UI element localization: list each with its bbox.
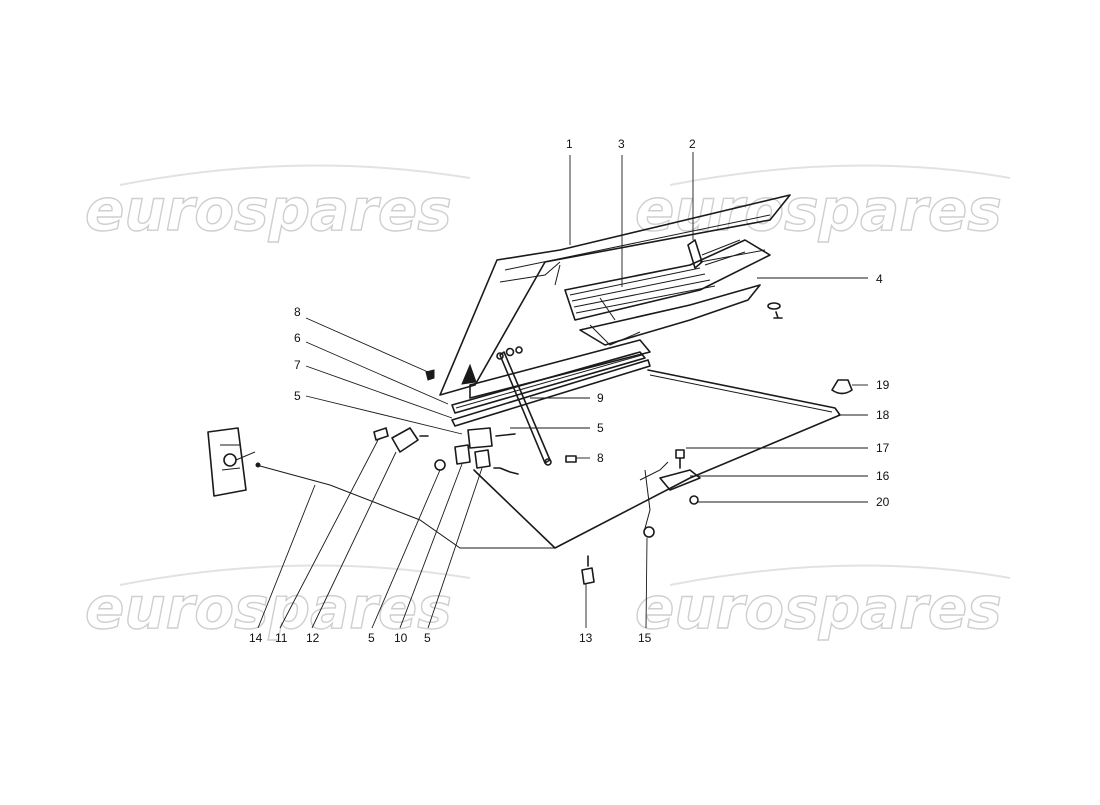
bolt (773, 311, 783, 319)
callout-13: 13 (579, 631, 593, 645)
screw (675, 449, 685, 469)
callout-20: 20 (876, 495, 890, 509)
side-frame (579, 284, 761, 346)
nut (434, 459, 446, 471)
bracket (474, 449, 491, 469)
rubber-seal (473, 369, 841, 549)
bracket (454, 444, 471, 465)
long-cable (259, 465, 555, 549)
callout-6: 6 (294, 331, 301, 345)
latch (659, 469, 701, 491)
lock-assembly (207, 427, 256, 497)
callout-8: 8 (597, 451, 604, 465)
washer (505, 347, 515, 357)
callout-12: 12 (306, 631, 320, 645)
lock-barrel (391, 427, 419, 453)
seal-strips (451, 351, 651, 427)
cable-clamp (581, 555, 595, 585)
gas-strut (496, 351, 552, 466)
callout-5: 5 (424, 631, 431, 645)
callout-15: 15 (638, 631, 652, 645)
callout-3: 3 (618, 137, 625, 151)
callout-11: 11 (275, 631, 288, 645)
cable-end (255, 462, 261, 468)
callout-5: 5 (368, 631, 375, 645)
callout-4: 4 (876, 272, 883, 286)
callout-19: 19 (876, 378, 890, 392)
screws (493, 433, 519, 475)
washer (515, 346, 523, 354)
hinge-bracket (687, 239, 746, 269)
nut (689, 495, 699, 505)
washer (767, 302, 781, 310)
leader-lines (257, 152, 868, 629)
callouts: 1 3 2 4 19 18 17 16 20 9 5 8 8 6 7 5 14 … (249, 137, 890, 645)
callout-5: 5 (294, 389, 301, 403)
bolt-8-right (565, 455, 577, 463)
watermark-text: eurospares (85, 574, 452, 642)
callout-16: 16 (876, 469, 890, 483)
callout-5: 5 (597, 421, 604, 435)
cable-eye (643, 526, 655, 538)
rubber-buffer (831, 379, 853, 395)
callout-18: 18 (876, 408, 890, 422)
watermark-text: eurospares (85, 176, 452, 244)
watermark-text: eurospares (635, 176, 1002, 244)
callout-7: 7 (294, 358, 301, 372)
callout-8: 8 (294, 305, 301, 319)
callout-17: 17 (876, 441, 890, 455)
release-cable (643, 469, 651, 533)
callout-10: 10 (394, 631, 408, 645)
callout-14: 14 (249, 631, 263, 645)
louvred-grille (554, 239, 771, 321)
watermark-text: eurospares (635, 574, 1002, 642)
callout-9: 9 (597, 391, 604, 405)
bracket (467, 427, 493, 449)
clip (373, 427, 389, 441)
callout-1: 1 (566, 137, 573, 151)
bolt-8-left (425, 369, 435, 381)
watermarks: eurospares eurospares eurospares eurospa… (84, 164, 1011, 643)
callout-2: 2 (689, 137, 696, 151)
engine-lid (439, 194, 791, 399)
